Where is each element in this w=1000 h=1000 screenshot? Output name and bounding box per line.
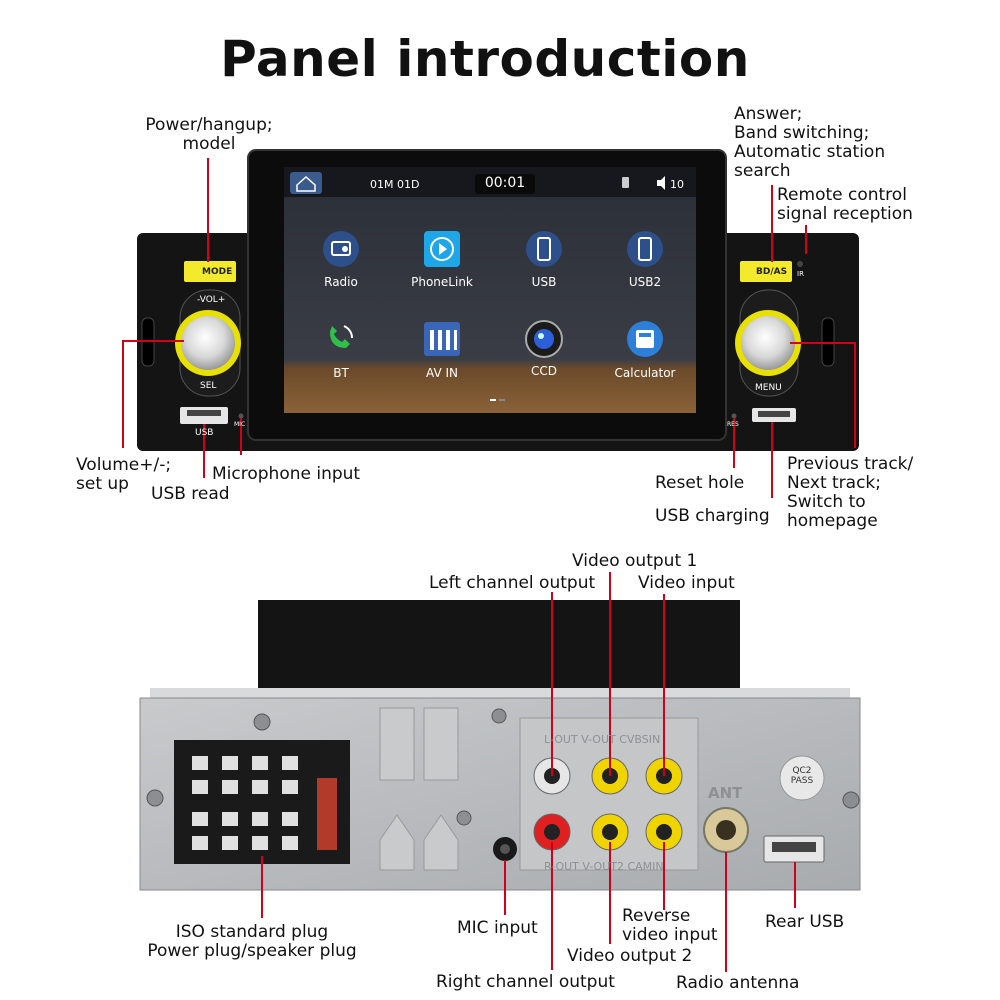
ir-sensor [797,261,803,267]
rear-callout-lines [261,572,796,972]
menu-knob [741,316,795,370]
display-screen [284,167,696,413]
app-icon-usb [526,231,562,267]
app-icon-phonelink [424,231,460,267]
label-iso-plug: ISO standard plug Power plug/speaker plu… [147,922,357,961]
app-label-usb[interactable]: USB [531,275,557,289]
label-usb-charging: USB charging [655,506,770,526]
label-remote-control: Remote control signal reception [777,185,913,224]
rear-bottom-row-text: R-OUT V-OUT2 CAMIN [544,860,664,873]
bdas-button-label: BD/AS [756,267,788,277]
front-panel [137,149,859,451]
label-rear-usb: Rear USB [765,912,845,932]
label-volume-setup: Volume+/-; set up [76,455,172,494]
label-reset-hole: Reset hole [655,473,745,493]
app-label-calculator[interactable]: Calculator [614,366,676,380]
app-label-radio[interactable]: Radio [324,275,358,289]
reset-hole [731,413,737,419]
vol-label: -VOL+ [197,295,226,305]
bdas-button [740,261,792,282]
label-microphone-input: Microphone input [212,464,361,484]
page-title: Panel introduction [220,30,750,88]
res-label: RES [727,421,739,428]
home-icon [290,172,322,194]
label-usb-read: USB read [151,484,230,504]
label-right-channel-output: Right channel output [436,972,615,992]
fuse [317,778,337,850]
screen-volume: 10 [670,178,684,191]
app-icon-calculator [627,321,663,357]
rear-top-row-text: L-OUT V-OUT CVBSIN [544,733,661,746]
label-answer-band: Answer; Band switching; Automatic statio… [734,104,886,181]
mic-hole [238,413,244,419]
label-prev-next-track: Previous track/ Next track; Switch to ho… [787,454,914,531]
front-callout-lines [122,158,856,498]
usb-port-label: USB [195,428,214,438]
app-icon-radio [323,231,359,267]
app-icon-ccd [525,320,563,358]
label-reverse-video-input: Reverse video input [622,906,718,945]
ir-label: IR [797,270,804,278]
app-icon-usb2 [627,231,663,267]
label-mic-input: MIC input [457,918,538,938]
usb-status-icon [622,177,629,188]
app-icon-bt [330,325,353,348]
sel-label: SEL [200,381,217,391]
mode-button [184,261,236,282]
app-label-phonelink[interactable]: PhoneLink [411,275,473,289]
label-power-hangup: Power/hangup; model [145,115,273,154]
app-label-bt[interactable]: BT [333,366,349,380]
qc-text: QC2 PASS [790,766,814,786]
label-left-channel-output: Left channel output [429,573,596,593]
volume-knob [181,316,235,370]
label-video-input: Video input [638,573,735,593]
label-video-output-2: Video output 2 [567,946,693,966]
app-label-avin[interactable]: AV IN [426,366,458,380]
mic-hole-label: MIC [234,421,246,428]
speaker-icon [657,176,665,190]
screen-time: 00:01 [484,175,526,191]
screen-date: 01M 01D [370,178,420,191]
label-video-output-1: Video output 1 [572,551,698,571]
app-label-usb2[interactable]: USB2 [628,275,662,289]
app-icon-avin [424,322,460,356]
qc-sticker [779,755,825,801]
app-label-ccd[interactable]: CCD [531,364,557,378]
label-radio-antenna: Radio antenna [676,973,800,993]
rca-right-out [533,813,571,851]
rca-video-out-2 [591,813,629,851]
menu-label: MENU [755,383,782,393]
ant-text: ANT [708,784,743,802]
mode-button-label: MODE [202,267,233,277]
rear-chassis [139,600,861,891]
